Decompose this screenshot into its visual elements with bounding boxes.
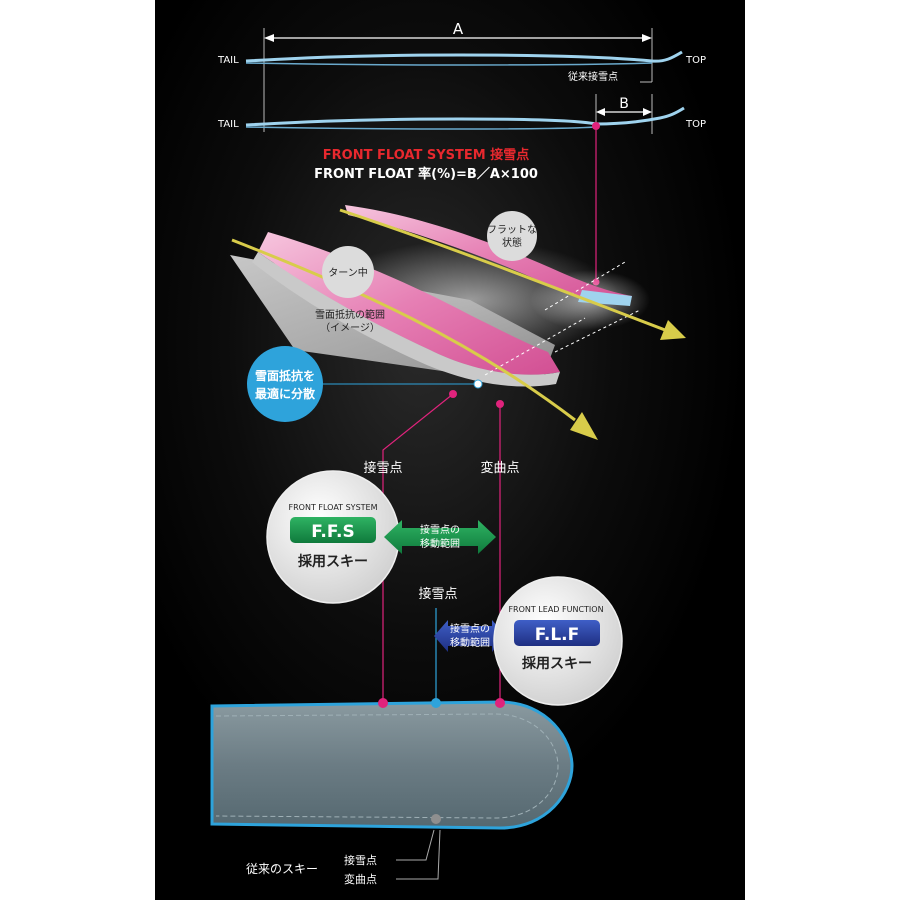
flf-caption: FRONT LEAD FUNCTION xyxy=(508,605,603,614)
turning-bubble xyxy=(322,246,374,298)
contact-dot xyxy=(378,698,388,708)
front-float-formula: FRONT FLOAT 率(%)=B／A×100 xyxy=(314,166,538,182)
ffs-range-label-2: 移動範囲 xyxy=(420,537,460,550)
ffs-range-label-1: 接雪点の xyxy=(420,523,460,536)
conventional-contact-dot xyxy=(431,814,441,824)
flf-range-label-1: 接雪点の xyxy=(450,622,490,635)
ffs-adopted-label: 採用スキー xyxy=(298,553,368,570)
flat-state-label-2: 状態 xyxy=(502,236,522,249)
tail-label-2: TAIL xyxy=(217,119,239,130)
conventional-contact-label: 従来接雪点 xyxy=(568,70,618,83)
flat-direction-arrow xyxy=(339,208,666,332)
flat-state-label-1: フラットな xyxy=(487,224,537,236)
turn-direction-arrow xyxy=(231,238,576,422)
turning-label: ターン中 xyxy=(328,266,368,279)
disperse-label-2: 最適に分散 xyxy=(255,386,316,401)
dimension-b-label: B xyxy=(619,96,629,112)
top-label-1: TOP xyxy=(685,55,706,66)
flf-logo-box xyxy=(514,620,600,646)
inflection-dot xyxy=(495,698,505,708)
bottom-inflection-label: 変曲点 xyxy=(344,872,377,886)
bottom-contact-label: 接雪点 xyxy=(344,854,377,867)
profile-diagram: A TAIL TOP 従来接雪点 B TAIL TOP FRONT FLOAT … xyxy=(217,20,706,182)
resistance-range-label-1: 雪面抵抗の範囲 xyxy=(315,308,385,321)
tail-label-1: TAIL xyxy=(217,55,239,66)
flf-range-arrow: 接雪点の 移動範囲 xyxy=(434,620,506,652)
dimension-a-label: A xyxy=(453,20,464,38)
center-contact-label: 接雪点 xyxy=(418,586,457,602)
ffs-contact-point-dot xyxy=(592,122,600,130)
flat-state-bubble xyxy=(487,211,537,261)
inflection-point-label: 変曲点 xyxy=(480,460,519,476)
conventional-ski-legend: 従来のスキー 接雪点 変曲点 xyxy=(246,829,441,886)
flf-range-label-2: 移動範囲 xyxy=(450,636,490,649)
contact-point-label: 接雪点 xyxy=(363,460,402,476)
resistance-range-label-2: （イメージ） xyxy=(320,322,380,334)
ffs-contact-heading: FRONT FLOAT SYSTEM 接雪点 xyxy=(323,147,529,163)
ski-flat-state xyxy=(345,205,632,305)
ski-top-view xyxy=(210,700,574,830)
ski-3d-illustration: フラットな 状態 ターン中 雪面抵抗の範囲 （イメージ） 雪面抵抗を 最適に分散 xyxy=(230,205,686,440)
ffs-logo-box xyxy=(290,517,376,543)
ffs-range-arrow: 接雪点の 移動範囲 xyxy=(384,520,496,554)
flf-adopted-label: 採用スキー xyxy=(522,655,592,672)
ffs-badge: FRONT FLOAT SYSTEM F.F.S 採用スキー xyxy=(266,470,400,604)
disperse-bubble xyxy=(247,346,323,422)
flf-badge: FRONT LEAD FUNCTION F.L.F 採用スキー xyxy=(493,576,623,706)
disperse-label-1: 雪面抵抗を xyxy=(255,368,315,383)
ffs-logo: F.F.S xyxy=(311,522,354,542)
flf-logo: F.L.F xyxy=(535,625,579,645)
top-label-2: TOP xyxy=(685,119,706,130)
conventional-ski-label: 従来のスキー xyxy=(246,862,318,876)
ffs-caption: FRONT FLOAT SYSTEM xyxy=(289,503,378,512)
ski-profile-flat xyxy=(245,50,683,63)
ski-profile-ffs xyxy=(245,106,685,127)
center-contact-dot xyxy=(431,698,441,708)
